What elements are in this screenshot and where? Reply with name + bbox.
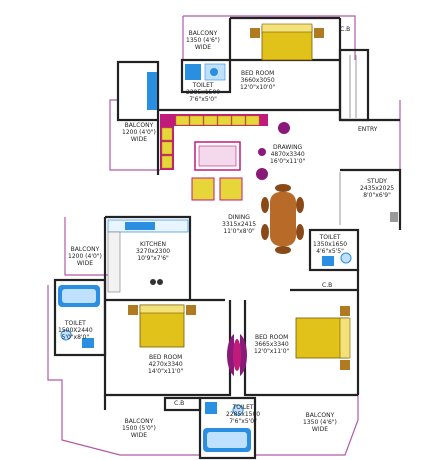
room-label-line: TOILET — [192, 82, 214, 89]
room-label-line: BALCONY — [70, 246, 100, 253]
room-label-line: TOILET — [319, 234, 341, 241]
room-label-line: STUDY — [367, 178, 387, 185]
label-cb-top: C.B — [340, 26, 350, 33]
room-label-line: 1350 (4'6") — [186, 37, 220, 44]
room-label-line: BED ROOM — [241, 70, 275, 77]
kitchen-counter — [107, 219, 189, 293]
room-label-line: 1350 (4'6") — [303, 419, 337, 426]
label-cb-bottom: C.B — [174, 400, 184, 407]
label-cb-right: C.B — [322, 282, 332, 289]
room-label-line: 3270x2300 — [136, 248, 171, 255]
room-label-line: WIDE — [130, 432, 148, 439]
toilet-top-fixtures — [185, 63, 226, 81]
room-label-line: 2435x2025 — [360, 185, 395, 192]
bed-left — [128, 304, 196, 348]
bath-left-top — [147, 72, 157, 110]
toilet-bottom-fixtures — [203, 402, 251, 452]
bed-right — [295, 306, 351, 370]
room-label-line: 2285x1500 — [186, 89, 221, 96]
room-label-line: 7'6"x5'0" — [229, 418, 257, 425]
room-label-line: 1500 (5'0") — [122, 425, 156, 432]
room-label-line: DRAWING — [273, 144, 303, 151]
room-label-line: BALCONY — [124, 418, 154, 425]
room-label-line: WIDE — [194, 44, 212, 51]
room-label-line: 4270x3340 — [148, 361, 183, 368]
label-entry: ENTRY — [358, 126, 377, 133]
room-label-line: 11'0"x8'0" — [223, 228, 255, 235]
room-label-line: 1200 (4'0") — [68, 253, 102, 260]
room-label-line: TOILET — [64, 320, 86, 327]
room-label-line: 1200 (4'0") — [122, 129, 156, 136]
toilet-right-fixtures — [322, 212, 398, 266]
room-label-line: WIDE — [311, 426, 329, 433]
room-label-line: TOILET — [232, 404, 254, 411]
bed-top — [250, 23, 324, 61]
room-label-line: 4'6"x5'5" — [316, 248, 344, 255]
room-label-line: 1500X2440 — [58, 327, 93, 334]
room-label-line: 3665x3340 — [254, 341, 289, 348]
room-label-line: BALCONY — [188, 30, 218, 37]
room-label-line: WIDE — [76, 260, 94, 267]
room-label-line: BALCONY — [305, 412, 335, 419]
toilet-left-fixtures — [58, 285, 100, 348]
room-label-line: 16'0"x11'0" — [270, 158, 306, 165]
room-label-line: 3315x2415 — [222, 221, 257, 228]
room-label-line: DINING — [228, 214, 250, 221]
room-label-line: KITCHEN — [140, 241, 167, 248]
room-label-line: 12'0"x11'0" — [254, 348, 290, 355]
room-label-line: 12'0"x10'0" — [240, 84, 276, 91]
room-label-line: C.B — [174, 400, 185, 407]
room-label-line: 3660x3050 — [240, 77, 275, 84]
room-label-line: 7'6"x5'0" — [189, 96, 217, 103]
dining-table — [261, 184, 304, 254]
outer-boundary — [47, 15, 401, 456]
room-label-line: 4870x3340 — [270, 151, 305, 158]
walls — [53, 16, 402, 460]
room-label-line: ENTRY — [358, 126, 378, 133]
room-label-line: WIDE — [130, 136, 148, 143]
room-label-line: BALCONY — [124, 122, 154, 129]
room-label-line: 2285x1500 — [226, 411, 261, 418]
room-label-line: 1350x1650 — [313, 241, 348, 248]
room-label-line: 10'9"x7'6" — [137, 255, 169, 262]
room-label-line: 14'0"x11'0" — [148, 368, 184, 375]
room-label-line: BED ROOM — [255, 334, 289, 341]
room-label-line: BED ROOM — [149, 354, 183, 361]
room-label-line: 5'0"x8'0" — [61, 334, 90, 341]
room-label-line: C.B — [340, 26, 351, 33]
sofa-set — [160, 114, 290, 201]
room-label-line: 8'0"x6'9" — [363, 192, 391, 199]
bedroom-doors — [227, 330, 247, 380]
room-label-line: C.B — [322, 282, 333, 289]
